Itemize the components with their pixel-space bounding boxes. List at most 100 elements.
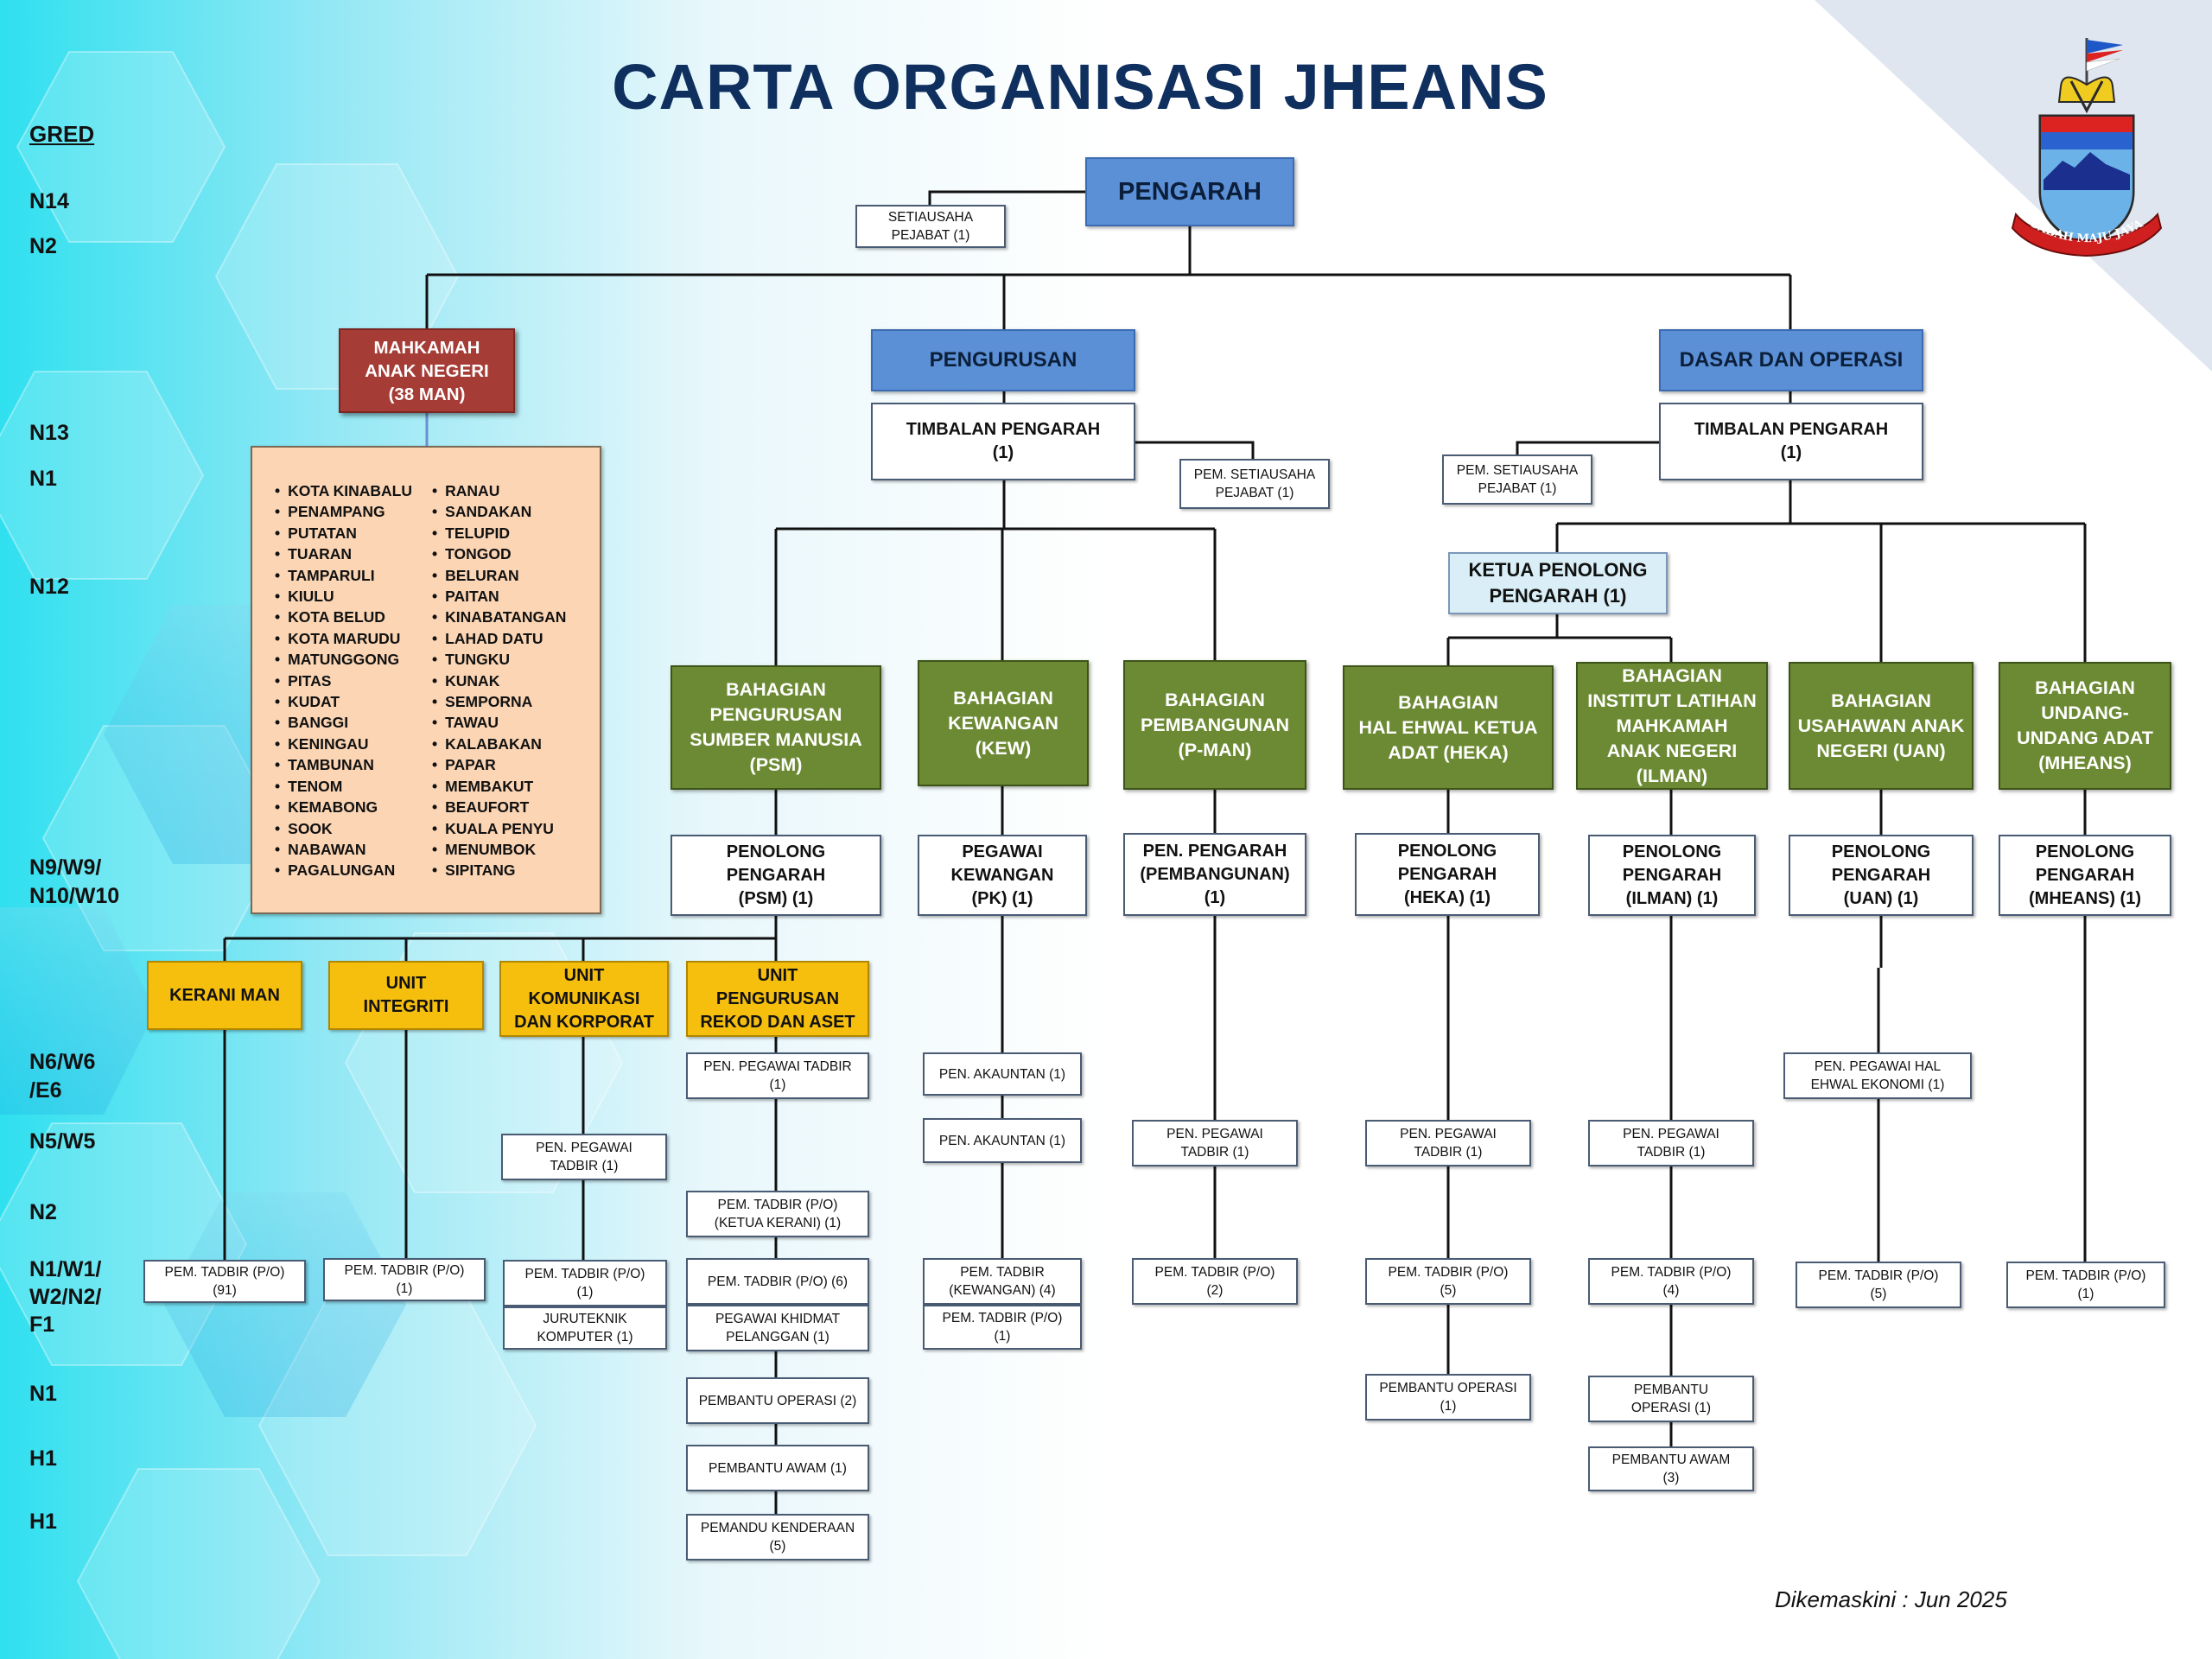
updated-note: Dikemaskini : Jun 2025 — [1775, 1586, 2007, 1612]
district-item: NABAWAN — [275, 839, 412, 860]
sabah-crest-icon: SABAH MAJU JAYA — [2011, 38, 2163, 257]
district-item: PAITAN — [432, 586, 566, 607]
dasar-box: DASAR DAN OPERASI — [1659, 329, 1923, 391]
unit-integriti-box: UNIT INTEGRITI — [328, 961, 484, 1030]
gred-label: H1 — [29, 1510, 57, 1534]
district-item: TAMPARULI — [275, 565, 412, 586]
pegawai-kewangan-box: PEGAWAI KEWANGAN (PK) (1) — [918, 835, 1087, 916]
district-list-column: RANAUSANDAKANTELUPIDTONGODBELURANPAITANK… — [432, 480, 566, 881]
staff-box: PEM. TADBIR (P/O) (91) — [143, 1260, 306, 1303]
pem-setiausaha-box: PEM. SETIAUSAHA PEJABAT (1) — [1179, 459, 1330, 509]
district-item: MEMBAKUT — [432, 776, 566, 797]
district-item: KIULU — [275, 586, 412, 607]
district-item: SANDAKAN — [432, 501, 566, 522]
staff-box: PEM. TADBIR (P/O) (1) — [2006, 1262, 2165, 1308]
staff-box: PEGAWAI KHIDMAT PELANGGAN (1) — [686, 1305, 869, 1351]
district-item: KUNAK — [432, 671, 566, 691]
gred-label: N1 — [29, 1382, 57, 1406]
staff-box: PEMBANTU OPERASI (1) — [1365, 1374, 1531, 1421]
district-item: PITAS — [275, 671, 412, 691]
district-item: KINABATANGAN — [432, 607, 566, 627]
setiausaha-box: SETIAUSAHA PEJABAT (1) — [855, 205, 1006, 248]
penolong-pengarah-box: PENOLONG PENGARAH (MHEANS) (1) — [1999, 835, 2171, 916]
district-item: KALABAKAN — [432, 734, 566, 754]
page-title: CARTA ORGANISASI JHEANS — [612, 51, 1548, 123]
district-item: BANGGI — [275, 712, 412, 733]
penolong-pengarah-box: PENOLONG PENGARAH (UAN) (1) — [1789, 835, 1974, 916]
staff-box: PEMBANTU OPERASI (2) — [686, 1377, 869, 1424]
bahagian-mheans-box: BAHAGIAN UNDANG- UNDANG ADAT (MHEANS) — [1999, 662, 2171, 790]
district-item: TUNGKU — [432, 649, 566, 670]
gred-label: N12 — [29, 575, 69, 599]
timbalan-pengarah-box: TIMBALAN PENGARAH (1) — [1659, 403, 1923, 480]
staff-box: PEM. TADBIR (KEWANGAN) (4) — [923, 1258, 1082, 1305]
staff-box: PEMANDU KENDERAAN (5) — [686, 1514, 869, 1560]
district-item: KEMABONG — [275, 797, 412, 817]
gred-label: H1 — [29, 1446, 57, 1471]
district-item: PAPAR — [432, 754, 566, 775]
staff-box: PEM. TADBIR (P/O) (5) — [1796, 1262, 1961, 1308]
staff-box: PEM. TADBIR (P/O) (4) — [1588, 1258, 1754, 1305]
district-item: PAGALUNGAN — [275, 860, 412, 880]
gred-label: N2 — [29, 1200, 57, 1224]
pengurusan-box: PENGURUSAN — [871, 329, 1135, 391]
district-list: KOTA KINABALUPENAMPANGPUTATANTUARANTAMPA… — [251, 446, 601, 914]
district-item: KUDAT — [275, 691, 412, 712]
penolong-pengarah-box: PENOLONG PENGARAH (HEKA) (1) — [1355, 833, 1540, 916]
district-item: BEAUFORT — [432, 797, 566, 817]
penolong-pengarah-box: PEN. PENGARAH (PEMBANGUNAN) (1) — [1123, 833, 1306, 916]
district-item: KOTA KINABALU — [275, 480, 412, 501]
staff-box: PEN. PEGAWAI TADBIR (1) — [686, 1052, 869, 1099]
staff-box: PEM. TADBIR (P/O) (1) — [503, 1260, 667, 1306]
staff-box: PEM. TADBIR (P/O) (5) — [1365, 1258, 1531, 1305]
district-item: MENUMBOK — [432, 839, 566, 860]
district-list-column: KOTA KINABALUPENAMPANGPUTATANTUARANTAMPA… — [275, 480, 412, 881]
pengarah-box: PENGARAH — [1085, 157, 1294, 226]
gred-label: N9/W9/ N10/W10 — [29, 855, 120, 908]
gred-label: N6/W6 /E6 — [29, 1050, 96, 1103]
gred-heading: GRED — [29, 121, 95, 147]
bahagian-kew-box: BAHAGIAN KEWANGAN (KEW) — [918, 660, 1089, 786]
mahkamah-box: MAHKAMAH ANAK NEGERI (38 MAN) — [339, 328, 515, 413]
district-item: SEMPORNA — [432, 691, 566, 712]
bahagian-uan-box: BAHAGIAN USAHAWAN ANAK NEGERI (UAN) — [1789, 662, 1974, 790]
bahagian-pman-box: BAHAGIAN PEMBANGUNAN (P-MAN) — [1123, 660, 1306, 790]
staff-box: PEM. TADBIR (P/O) (6) — [686, 1258, 869, 1305]
district-item: PENAMPANG — [275, 501, 412, 522]
staff-box: PEN. PEGAWAI TADBIR (1) — [1588, 1120, 1754, 1166]
gred-label: N5/W5 — [29, 1129, 96, 1154]
staff-box: PEM. TADBIR (P/O) (1) — [323, 1258, 486, 1301]
district-item: KENINGAU — [275, 734, 412, 754]
district-item: KOTA BELUD — [275, 607, 412, 627]
ketua-penolong-box: KETUA PENOLONG PENGARAH (1) — [1448, 552, 1668, 614]
district-item: TELUPID — [432, 523, 566, 543]
staff-box: PEMBANTU AWAM (1) — [686, 1445, 869, 1491]
bahagian-psm-box: BAHAGIAN PENGURUSAN SUMBER MANUSIA (PSM) — [671, 665, 881, 790]
pem-setiausaha-box: PEM. SETIAUSAHA PEJABAT (1) — [1442, 454, 1592, 505]
staff-box: PEMBANTU AWAM (3) — [1588, 1446, 1754, 1491]
staff-box: PEM. TADBIR (P/O) (2) — [1132, 1258, 1298, 1305]
staff-box: PEN. PEGAWAI TADBIR (1) — [1132, 1120, 1298, 1166]
bahagian-heka-box: BAHAGIAN HAL EHWAL KETUA ADAT (HEKA) — [1343, 665, 1554, 790]
district-item: BELURAN — [432, 565, 566, 586]
district-item: KOTA MARUDU — [275, 628, 412, 649]
district-item: LAHAD DATU — [432, 628, 566, 649]
district-item: RANAU — [432, 480, 566, 501]
staff-box: PEN. PEGAWAI TADBIR (1) — [1365, 1120, 1531, 1166]
district-item: TONGOD — [432, 543, 566, 564]
staff-box: PEN. PEGAWAI TADBIR (1) — [501, 1134, 667, 1180]
penolong-pengarah-box: PENOLONG PENGARAH (ILMAN) (1) — [1588, 835, 1756, 916]
district-item: SIPITANG — [432, 860, 566, 880]
gred-label: N1/W1/ W2/N2/ F1 — [29, 1257, 102, 1337]
gred-label: N1 — [29, 467, 57, 491]
penolong-pengarah-box: PENOLONG PENGARAH (PSM) (1) — [671, 835, 881, 916]
staff-box: PEM. TADBIR (P/O) (1) — [923, 1305, 1082, 1350]
district-item: KUALA PENYU — [432, 818, 566, 839]
staff-box: PEM. TADBIR (P/O) (KETUA KERANI) (1) — [686, 1191, 869, 1237]
district-item: SOOK — [275, 818, 412, 839]
timbalan-pengarah-box: TIMBALAN PENGARAH (1) — [871, 403, 1135, 480]
district-item: PUTATAN — [275, 523, 412, 543]
bahagian-ilman-box: BAHAGIAN INSTITUT LATIHAN MAHKAMAH ANAK … — [1576, 662, 1768, 790]
staff-box: PEN. AKAUNTAN (1) — [923, 1052, 1082, 1096]
